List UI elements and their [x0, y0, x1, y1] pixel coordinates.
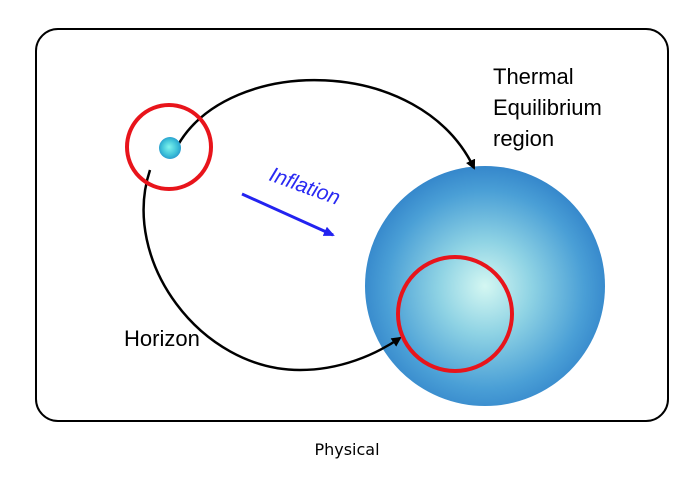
thermal-equilibrium-sphere [365, 166, 605, 406]
horizon-arc-upper [176, 78, 476, 170]
caption: Physical [314, 440, 380, 459]
thermal-label-line1: Thermal [493, 64, 574, 89]
inflation-arrow [241, 192, 335, 237]
horizon-label: Horizon [124, 326, 200, 351]
initial-horizon-ring [125, 103, 213, 191]
thermal-label-line2: Equilibrium [493, 95, 602, 120]
thermal-label-line3: region [493, 126, 554, 151]
current-horizon-ring [396, 255, 514, 373]
initial-patch-sphere [159, 137, 181, 159]
horizon-arc-lower [142, 169, 402, 372]
